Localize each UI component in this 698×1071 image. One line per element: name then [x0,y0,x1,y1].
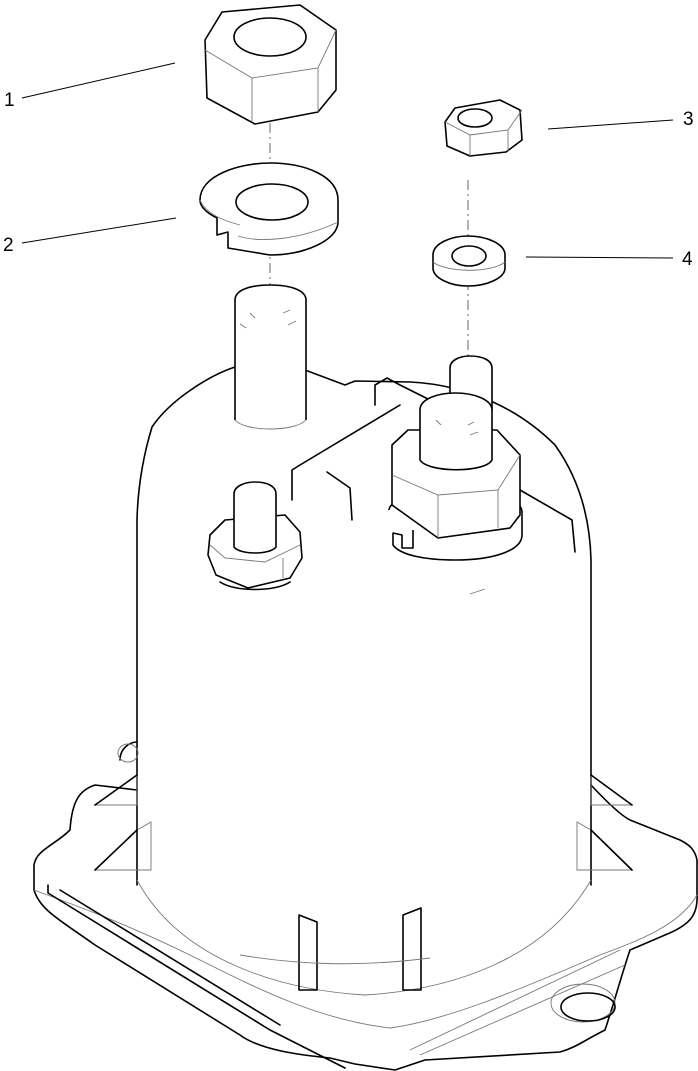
hex-nut-large-icon [204,4,337,125]
large-terminal-stud-icon [234,284,307,430]
terminal-bracket-icon [291,377,576,553]
leader-lines [21,62,674,259]
callout-label-4: 4 [682,249,693,270]
solenoid-body-icon [33,366,698,1071]
lock-washer-small-icon [432,235,506,287]
small-terminal-stud-left-icon [207,481,303,591]
callout-label-1: 1 [4,90,15,111]
hex-nut-small-icon [444,99,523,157]
callout-label-2: 2 [3,235,14,256]
lock-washer-large-icon [199,162,339,256]
callout-label-3: 3 [683,109,694,130]
large-terminal-stud-right-icon [388,355,523,595]
